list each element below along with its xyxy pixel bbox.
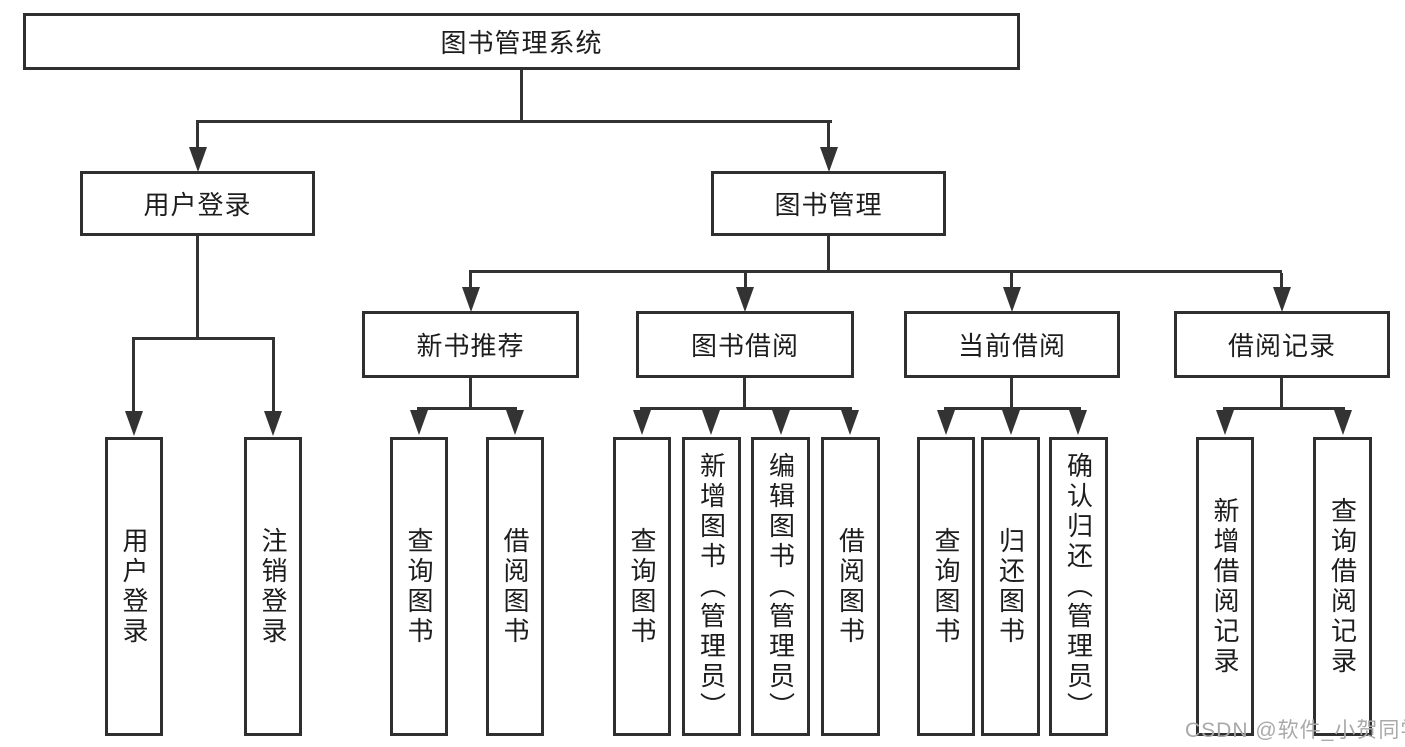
arrow-down-icon <box>937 410 955 435</box>
connector-bb-stem <box>743 378 746 407</box>
leaf-bb-borrow-books: 借阅图书 <box>821 437 880 736</box>
connector-mgmt-bus <box>469 270 1282 273</box>
node-root: 图书管理系统 <box>23 13 1020 70</box>
arrow-down-icon <box>1273 287 1291 312</box>
arrow-down-icon <box>189 147 207 172</box>
leaf-br-add-record: 新增借阅记录 <box>1196 437 1254 736</box>
leaf-cb-return-books: 归还图书 <box>981 437 1040 736</box>
arrow-down-icon <box>1069 410 1087 435</box>
leaf-user-login: 用户登录 <box>105 437 163 736</box>
connector-br-bus <box>1223 407 1345 410</box>
node-book-borrowing: 图书借阅 <box>636 311 854 378</box>
leaf-bb-query-books: 查询图书 <box>613 437 671 736</box>
arrow-down-icon <box>633 410 651 435</box>
leaf-nb-borrow-books: 借阅图书 <box>486 437 544 736</box>
leaf-br-query-record: 查询借阅记录 <box>1313 437 1372 736</box>
arrow-down-icon <box>1003 287 1021 312</box>
node-new-book-recommendation: 新书推荐 <box>362 311 579 378</box>
connector-mgmt-stem <box>827 236 830 270</box>
leaf-bb-add-book-admin: 新增图书（管理员） <box>682 437 741 736</box>
connector-mgmt-drop-2 <box>744 273 747 287</box>
node-borrowing-records: 借阅记录 <box>1174 311 1390 378</box>
connector-mgmt-drop-4 <box>1280 273 1283 287</box>
connector-nb-bus <box>417 407 517 410</box>
leaf-cb-query-books: 查询图书 <box>917 437 975 736</box>
connector-root-stem <box>520 70 523 120</box>
connector-root-drop-left <box>196 123 199 149</box>
node-user-login: 用户登录 <box>80 171 315 236</box>
arrow-down-icon <box>1334 410 1352 435</box>
arrow-down-icon <box>264 411 282 436</box>
connector-root-bus <box>196 120 832 123</box>
connector-nb-stem <box>469 378 472 407</box>
connector-root-drop-right <box>827 123 830 149</box>
connector-login-drop-2 <box>272 340 275 411</box>
arrow-down-icon <box>736 287 754 312</box>
leaf-nb-query-books: 查询图书 <box>390 437 448 736</box>
leaf-logout: 注销登录 <box>244 437 302 736</box>
arrow-down-icon <box>506 410 524 435</box>
connector-cb-bus <box>944 407 1081 410</box>
leaf-bb-edit-book-admin: 编辑图书（管理员） <box>751 437 810 736</box>
connector-bb-bus <box>640 407 852 410</box>
arrow-down-icon <box>410 410 428 435</box>
connector-login-drop-1 <box>132 340 135 411</box>
connector-br-stem <box>1280 378 1283 407</box>
watermark: CSDN @软件_小贺同学 <box>1185 719 1405 742</box>
arrow-down-icon <box>772 410 790 435</box>
arrow-down-icon <box>1216 410 1234 435</box>
arrow-down-icon <box>702 410 720 435</box>
arrow-down-icon <box>1002 410 1020 435</box>
node-current-borrowing: 当前借阅 <box>904 311 1120 378</box>
connector-cb-stem <box>1010 378 1013 407</box>
connector-mgmt-drop-1 <box>469 273 472 287</box>
arrow-down-icon <box>820 147 838 172</box>
connector-login-stem <box>196 236 199 337</box>
arrow-down-icon <box>462 287 480 312</box>
leaf-cb-confirm-return-admin: 确认归还（管理员） <box>1049 437 1108 736</box>
connector-mgmt-drop-3 <box>1010 273 1013 287</box>
connector-login-bus <box>132 337 275 340</box>
arrow-down-icon <box>125 411 143 436</box>
arrow-down-icon <box>841 410 859 435</box>
node-book-management: 图书管理 <box>711 171 946 236</box>
